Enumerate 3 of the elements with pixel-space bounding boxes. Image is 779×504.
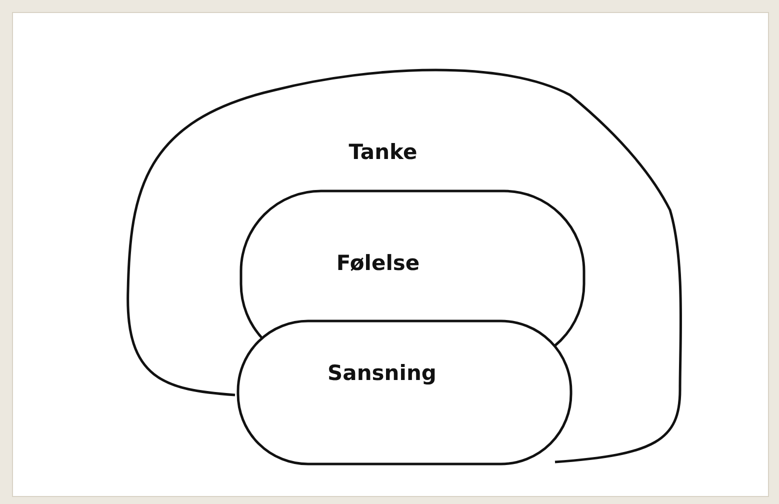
region-label: Sansning — [328, 361, 436, 385]
region-label: Tanke — [348, 140, 418, 164]
region-label: Følelse — [336, 251, 420, 275]
